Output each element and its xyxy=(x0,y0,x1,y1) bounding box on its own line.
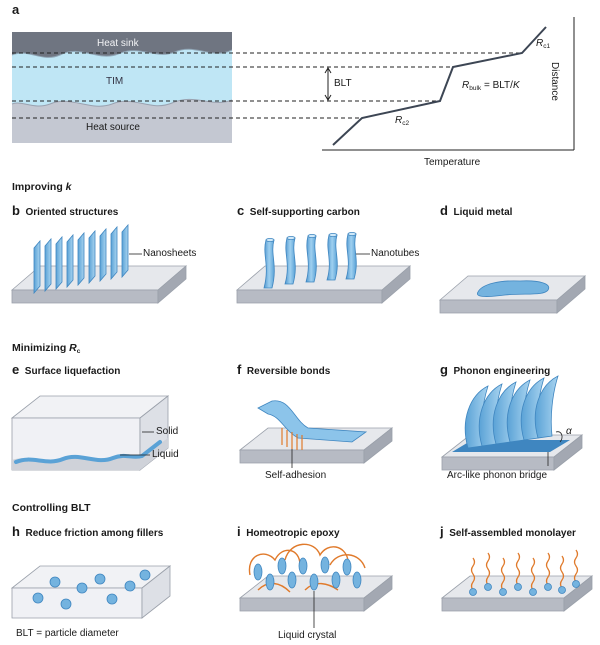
section-improving-symbol: k xyxy=(65,181,72,193)
panel-c-title: c Self-supporting carbon xyxy=(237,203,360,218)
panel-b-graphic xyxy=(10,223,188,304)
liquid-crystal-label: Liquid crystal xyxy=(278,630,337,641)
panel-h-title-text: Reduce friction among fillers xyxy=(25,528,164,539)
panel-d-letter: d xyxy=(440,203,448,218)
panel-f-title: f Reversible bonds xyxy=(237,362,330,377)
blt-arrow xyxy=(324,67,332,101)
rbulk-equation: = BLT/ xyxy=(481,80,513,91)
panel-c-letter: c xyxy=(237,203,245,218)
panel-e-title: e Surface liquefaction xyxy=(12,362,120,377)
temperature-profile-line xyxy=(332,26,547,146)
heat-source-label: Heat source xyxy=(86,122,140,133)
panel-a-layers xyxy=(11,32,233,143)
panel-g-graphic xyxy=(440,375,584,471)
rbulk-symbol: R xyxy=(462,80,470,91)
panel-d-graphic xyxy=(438,275,587,314)
panel-g-letter: g xyxy=(440,362,448,377)
section-minimizing-subscript: c xyxy=(76,348,81,355)
section-improving-k: Improving k xyxy=(12,181,72,193)
panel-i-graphic xyxy=(238,543,394,628)
panel-j-letter: j xyxy=(440,524,444,539)
panel-i-title: i Homeotropic epoxy xyxy=(237,524,340,539)
panel-a-letter: a xyxy=(12,2,20,17)
panel-d-title-text: Liquid metal xyxy=(453,207,513,218)
panel-i-title-text: Homeotropic epoxy xyxy=(246,528,340,539)
panel-c-graphic xyxy=(235,231,412,304)
rbulk-label: Rbulk = BLT/K xyxy=(462,80,520,92)
panel-d-title: d Liquid metal xyxy=(440,203,512,218)
panel-f-graphic xyxy=(238,400,394,468)
rbulk-k: K xyxy=(512,80,520,91)
panel-j-graphic xyxy=(440,549,594,612)
distance-axis-label: Distance xyxy=(549,62,560,101)
section-improving-prefix: Improving xyxy=(12,181,66,193)
section-minimizing-symbol: R xyxy=(69,342,77,354)
rbulk-subscript: bulk xyxy=(469,85,482,92)
panel-h-graphic xyxy=(10,565,172,619)
section-minimizing-rc: Minimizing Rc xyxy=(12,342,80,355)
panel-i-letter: i xyxy=(237,524,241,539)
nanotubes-label: Nanotubes xyxy=(371,248,420,259)
panel-e-title-text: Surface liquefaction xyxy=(24,366,121,377)
rc2-subscript: c2 xyxy=(402,120,410,127)
panel-c-title-text: Self-supporting carbon xyxy=(249,207,360,218)
panel-h-letter: h xyxy=(12,524,20,539)
liquid-label: Liquid xyxy=(152,449,179,460)
rc1-subscript: c1 xyxy=(543,43,551,50)
particle-diameter-label: BLT = particle diameter xyxy=(16,628,119,639)
panel-a-dashed-lines xyxy=(12,52,522,119)
panel-b-title: b Oriented structures xyxy=(12,203,118,218)
heat-sink-label: Heat sink xyxy=(97,38,139,49)
rc2-label: Rc2 xyxy=(395,115,409,127)
section-controlling-blt: Controlling BLT xyxy=(12,502,91,514)
panel-a-axes xyxy=(322,17,575,151)
panel-g-title: g Phonon engineering xyxy=(440,362,550,377)
tim-label: TIM xyxy=(106,76,124,87)
solid-label: Solid xyxy=(156,426,179,437)
blt-label: BLT xyxy=(334,78,352,89)
panel-f-letter: f xyxy=(237,362,242,377)
rc2-symbol: R xyxy=(395,115,403,126)
self-adhesion-label: Self-adhesion xyxy=(265,470,327,481)
panel-e-graphic xyxy=(10,395,170,471)
rc1-symbol: R xyxy=(536,38,544,49)
panel-j-title-text: Self-assembled monolayer xyxy=(449,528,576,539)
panel-b-letter: b xyxy=(12,203,20,218)
panel-h-title: h Reduce friction among fillers xyxy=(12,524,163,539)
phonon-bridge-label: Arc-like phonon bridge xyxy=(447,470,548,481)
panel-j-title: j Self-assembled monolayer xyxy=(440,524,576,539)
temperature-axis-label: Temperature xyxy=(424,157,481,168)
panel-g-title-text: Phonon engineering xyxy=(453,366,551,377)
alpha-label: α xyxy=(566,426,572,437)
nanosheets-label: Nanosheets xyxy=(143,248,197,259)
panel-f-title-text: Reversible bonds xyxy=(246,366,331,377)
rc1-label: Rc1 xyxy=(536,38,550,50)
panel-e-letter: e xyxy=(12,362,20,377)
panel-b-title-text: Oriented structures xyxy=(25,207,119,218)
section-minimizing-prefix: Minimizing xyxy=(12,342,70,354)
